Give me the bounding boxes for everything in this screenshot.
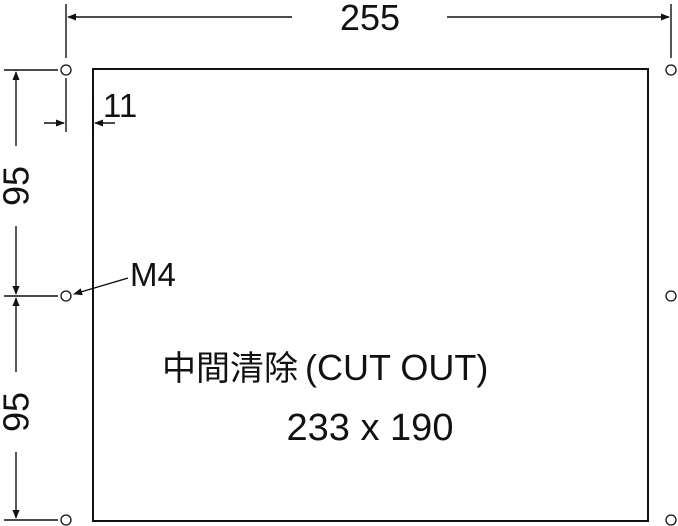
lower-spacing-label: 95 — [0, 392, 37, 432]
mounting-hole-middle-right — [665, 290, 677, 302]
cutout-outline — [92, 68, 649, 522]
edge-offset-label: 11 — [103, 87, 137, 124]
overall-width-dimension: 255 — [65, 0, 672, 58]
mounting-hole-bottom-right — [665, 514, 677, 526]
vertical-spacing-dimensions: 95 95 — [0, 69, 58, 521]
mounting-hole-bottom-left — [60, 514, 72, 526]
overall-width-label: 255 — [340, 0, 400, 38]
mounting-holes — [60, 64, 677, 526]
mounting-hole-top-right — [665, 64, 677, 76]
upper-spacing-label: 95 — [0, 166, 37, 206]
cutout-size-label: 233 x 190 — [287, 407, 454, 449]
mounting-hole-top-left — [60, 64, 72, 76]
cutout-annotation: 中間清除 (CUT OUT) 233 x 190 — [162, 347, 488, 449]
edge-offset-dimension: 11 — [44, 78, 137, 132]
hole-callout: M4 — [73, 256, 176, 296]
cutout-title-en: (CUT OUT) — [305, 347, 488, 388]
hole-callout-leader — [73, 277, 129, 296]
hole-size-label: M4 — [130, 256, 176, 293]
mounting-hole-middle-left — [60, 290, 72, 302]
cutout-title-cn: 中間清除 — [162, 349, 298, 389]
